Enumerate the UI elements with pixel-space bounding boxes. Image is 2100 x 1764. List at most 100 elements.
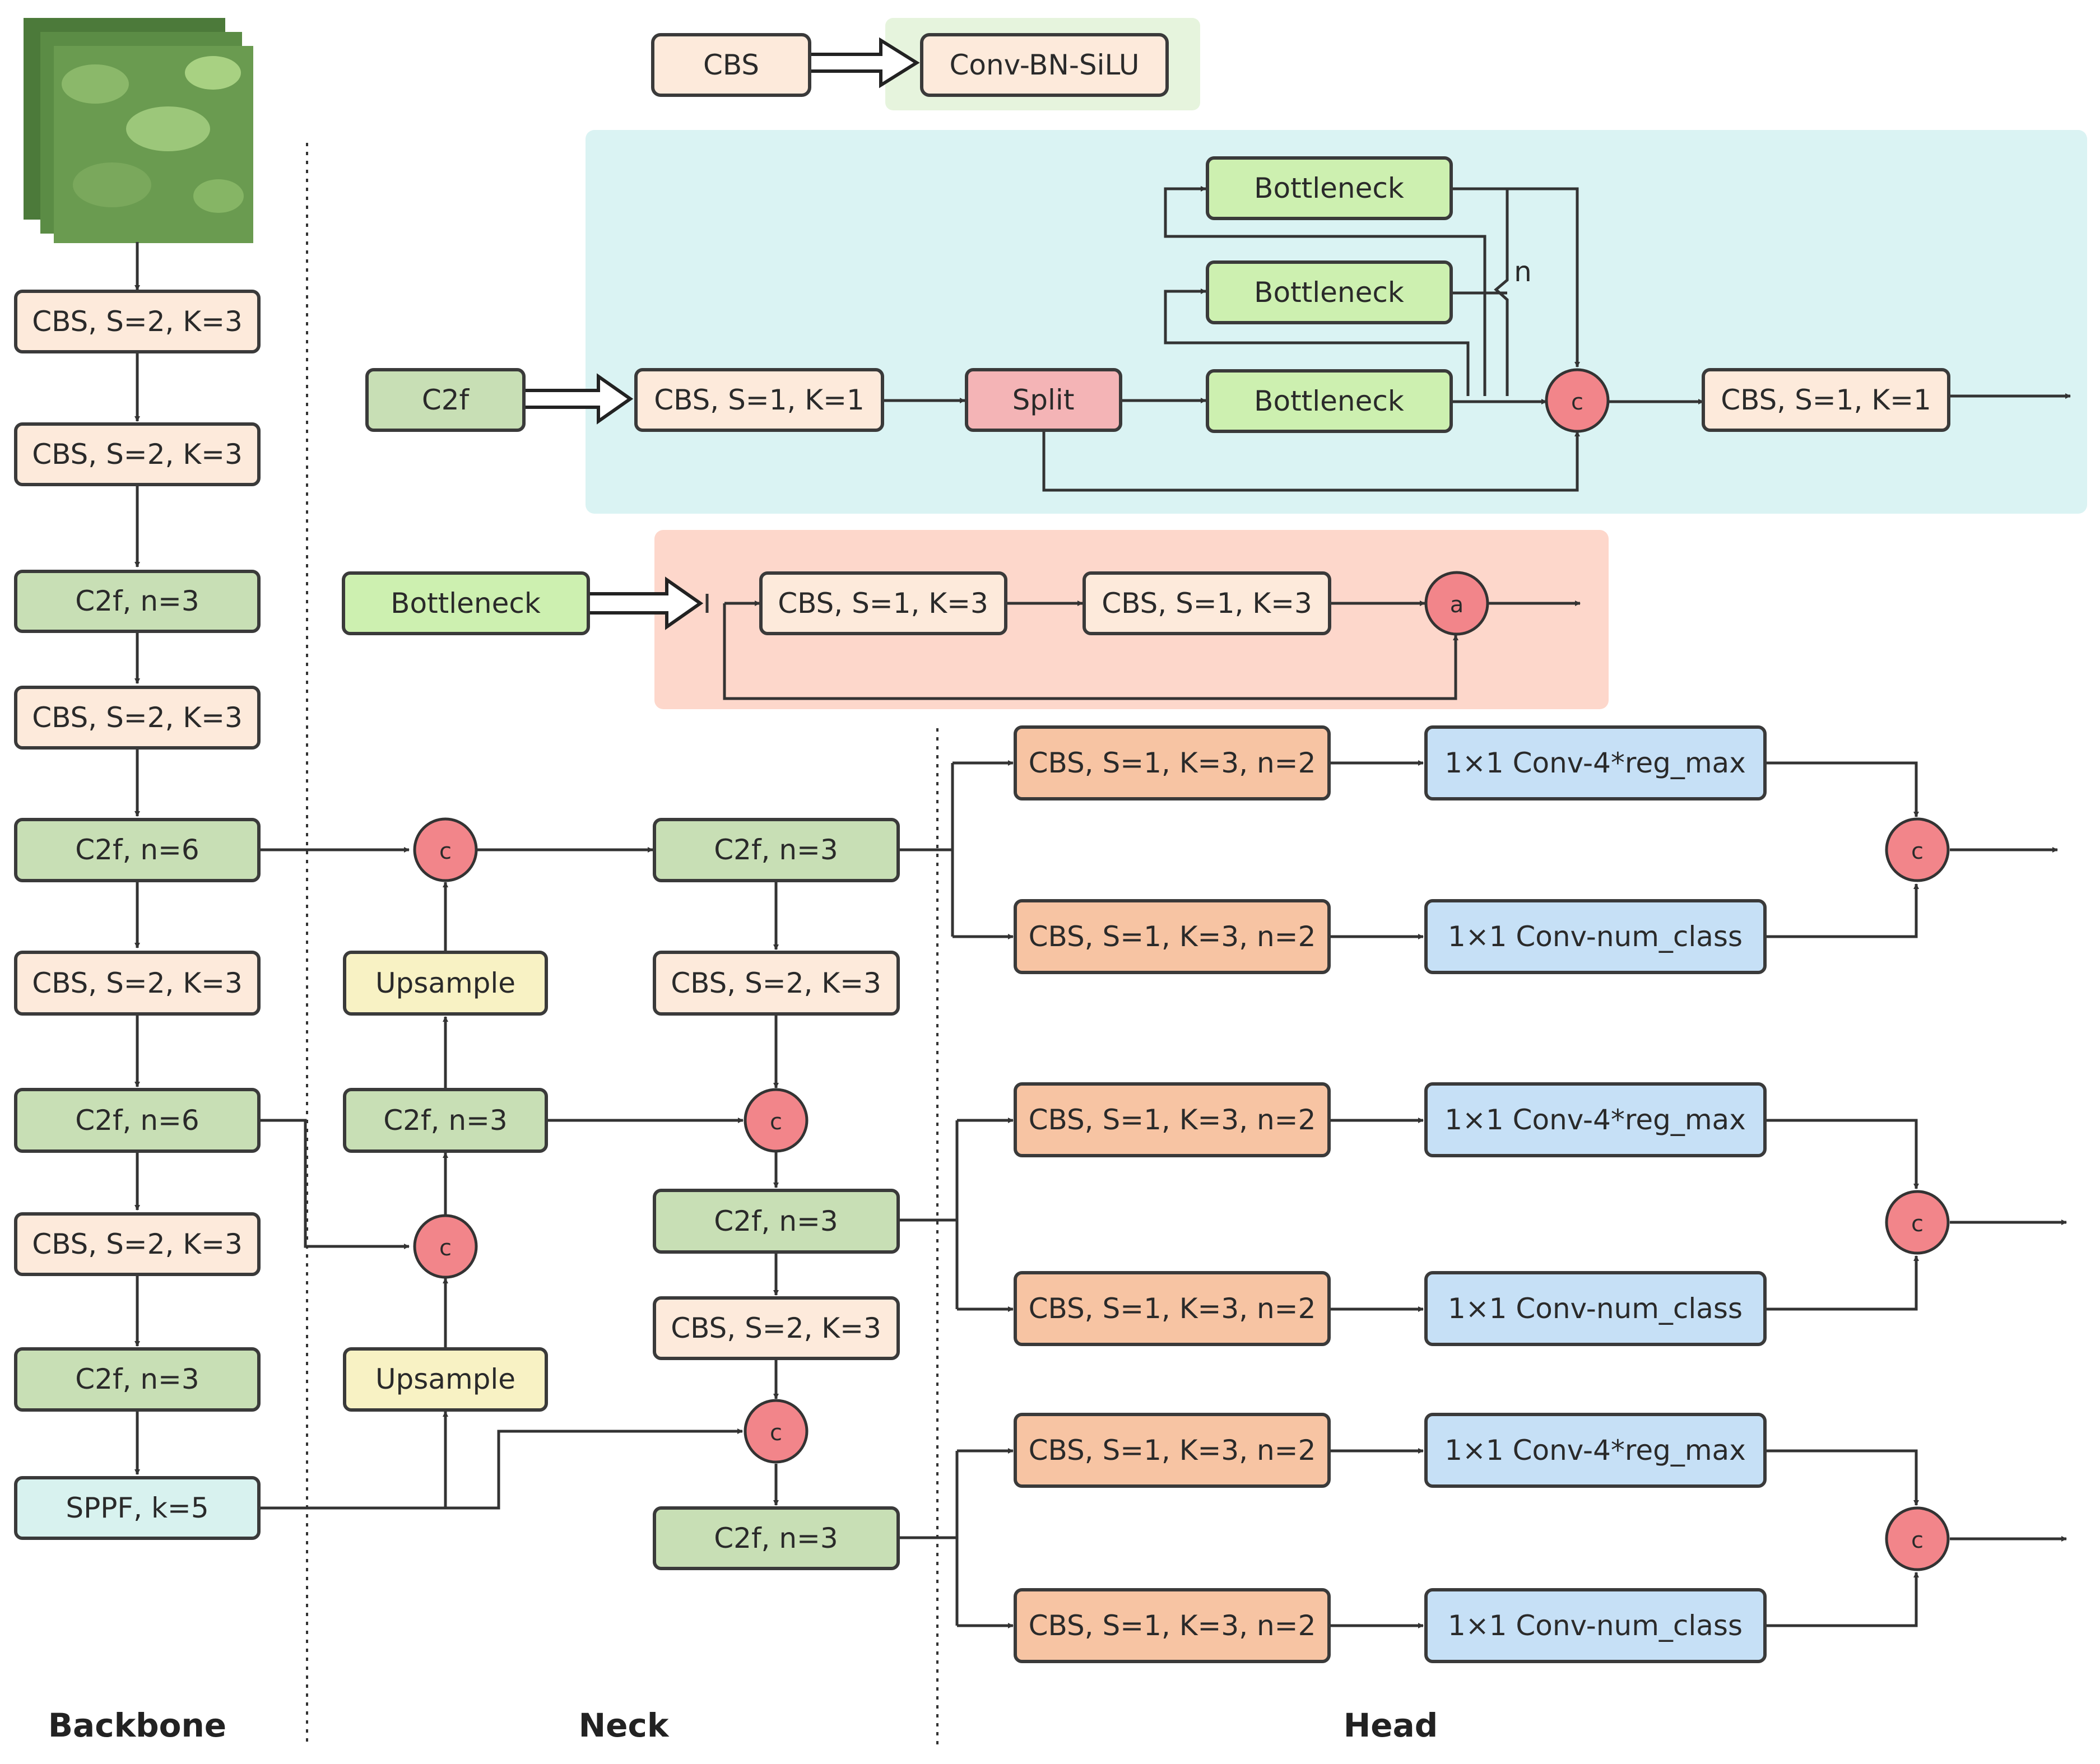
section-label-neck: Neck: [579, 1706, 670, 1744]
backbone-c2f-1[interactable]: C2f, n=3: [14, 570, 261, 633]
c2f-detail-n-label: n: [1514, 255, 1532, 288]
svg-text:CBS, S=1, K=1: CBS, S=1, K=1: [1721, 384, 1931, 416]
neck-upsample-1[interactable]: Upsample: [343, 951, 548, 1016]
svg-text:CBS, S=1, K=3: CBS, S=1, K=3: [1102, 587, 1312, 620]
legend-conv-bn-silu-block[interactable]: Conv-BN-SiLU: [920, 33, 1169, 97]
neck-c2f-d[interactable]: C2f, n=3: [653, 1506, 900, 1570]
svg-text:c: c: [439, 1235, 452, 1261]
head-cbs-4[interactable]: CBS, S=1, K=3, n=2: [1014, 1271, 1331, 1346]
backbone-c2f-2[interactable]: C2f, n=6: [14, 818, 261, 882]
bneck-detail-cbs2-block[interactable]: CBS, S=1, K=3: [1082, 571, 1331, 635]
legend-cbs-block[interactable]: CBS: [651, 33, 811, 97]
head-cls-conv-3[interactable]: 1×1 Conv-num_class: [1424, 1588, 1767, 1663]
c2f-detail-bottleneck-1-block[interactable]: Bottleneck: [1206, 156, 1453, 220]
c2f-detail-concat-node[interactable]: c: [1545, 368, 1610, 433]
neck-c2f-c[interactable]: C2f, n=3: [653, 1189, 900, 1254]
backbone-cbs-3[interactable]: CBS, S=2, K=3: [14, 686, 261, 750]
backbone-sppf[interactable]: SPPF, k=5: [14, 1476, 261, 1540]
svg-text:Bottleneck: Bottleneck: [1254, 276, 1404, 309]
svg-text:1×1 Conv-num_class: 1×1 Conv-num_class: [1448, 1609, 1743, 1642]
svg-text:1×1 Conv-num_class: 1×1 Conv-num_class: [1448, 920, 1743, 953]
c2f-detail-cbs-out-block[interactable]: CBS, S=1, K=1: [1702, 368, 1950, 432]
svg-text:C2f, n=3: C2f, n=3: [714, 1522, 838, 1554]
svg-text:c: c: [1911, 839, 1924, 864]
svg-text:CBS, S=2, K=3: CBS, S=2, K=3: [32, 701, 243, 734]
head-concat-2[interactable]: c: [1885, 1190, 1950, 1255]
head-cbs-5[interactable]: CBS, S=1, K=3, n=2: [1014, 1413, 1331, 1488]
svg-text:CBS, S=1, K=3, n=2: CBS, S=1, K=3, n=2: [1029, 920, 1316, 953]
backbone-cbs-1[interactable]: CBS, S=2, K=3: [14, 290, 261, 353]
c2f-detail-bottleneck-2-block[interactable]: Bottleneck: [1206, 260, 1453, 324]
svg-text:CBS, S=1, K=3, n=2: CBS, S=1, K=3, n=2: [1029, 1292, 1316, 1325]
svg-text:Split: Split: [1012, 384, 1075, 416]
c2f-detail-c2f-block[interactable]: C2f: [365, 368, 526, 432]
svg-text:CBS, S=2, K=3: CBS, S=2, K=3: [32, 305, 243, 338]
neck-concat-1[interactable]: c: [413, 817, 478, 882]
head-concat-3[interactable]: c: [1885, 1506, 1950, 1571]
c2f-detail-bottleneck-3-block[interactable]: Bottleneck: [1206, 369, 1453, 433]
svg-text:Bottleneck: Bottleneck: [391, 587, 541, 620]
bottleneck-defines-arrow: [587, 576, 704, 630]
svg-text:C2f: C2f: [422, 384, 470, 416]
svg-text:CBS, S=1, K=3, n=2: CBS, S=1, K=3, n=2: [1029, 747, 1316, 779]
head-cbs-6[interactable]: CBS, S=1, K=3, n=2: [1014, 1588, 1331, 1663]
backbone-cbs-5[interactable]: CBS, S=2, K=3: [14, 1212, 261, 1276]
svg-text:1×1 Conv-4*reg_max: 1×1 Conv-4*reg_max: [1444, 1104, 1746, 1136]
neck-c2f-b[interactable]: C2f, n=3: [653, 818, 900, 882]
neck-concat-4[interactable]: c: [744, 1399, 809, 1464]
svg-text:Upsample: Upsample: [375, 967, 515, 999]
svg-text:c: c: [1911, 1528, 1924, 1553]
neck-concat-3[interactable]: c: [744, 1088, 809, 1153]
neck-upsample-2[interactable]: Upsample: [343, 1347, 548, 1412]
c2f-defines-arrow: [522, 373, 634, 425]
backbone-cbs-4[interactable]: CBS, S=2, K=3: [14, 951, 261, 1016]
svg-text:1×1 Conv-4*reg_max: 1×1 Conv-4*reg_max: [1444, 747, 1746, 779]
bneck-detail-cbs1-block[interactable]: CBS, S=1, K=3: [759, 571, 1007, 635]
connectors: [134, 186, 2071, 1628]
head-cbs-3[interactable]: CBS, S=1, K=3, n=2: [1014, 1082, 1331, 1157]
svg-text:Conv-BN-SiLU: Conv-BN-SiLU: [949, 49, 1139, 81]
backbone-cbs-2[interactable]: CBS, S=2, K=3: [14, 422, 261, 486]
svg-text:CBS, S=2, K=3: CBS, S=2, K=3: [671, 1312, 881, 1344]
bneck-detail-bottleneck-block[interactable]: Bottleneck: [342, 571, 590, 635]
c2f-detail-cbs-in-block[interactable]: CBS, S=1, K=1: [634, 368, 884, 432]
head-cbs-1[interactable]: CBS, S=1, K=3, n=2: [1014, 725, 1331, 800]
svg-text:c: c: [1911, 1211, 1924, 1237]
head-cls-conv-2[interactable]: 1×1 Conv-num_class: [1424, 1271, 1767, 1346]
neck-cbs-b[interactable]: CBS, S=2, K=3: [653, 1296, 900, 1360]
backbone-c2f-3[interactable]: C2f, n=6: [14, 1088, 261, 1153]
svg-text:C2f, n=6: C2f, n=6: [75, 1104, 199, 1137]
svg-text:CBS, S=2, K=3: CBS, S=2, K=3: [32, 967, 243, 999]
backbone-c2f-4[interactable]: C2f, n=3: [14, 1347, 261, 1412]
head-reg-conv-3[interactable]: 1×1 Conv-4*reg_max: [1424, 1413, 1767, 1488]
svg-text:C2f, n=3: C2f, n=3: [75, 1363, 199, 1395]
svg-text:CBS, S=2, K=3: CBS, S=2, K=3: [32, 438, 243, 471]
neck-cbs-a[interactable]: CBS, S=2, K=3: [653, 951, 900, 1016]
svg-text:CBS, S=1, K=3, n=2: CBS, S=1, K=3, n=2: [1029, 1434, 1316, 1467]
neck-c2f-a[interactable]: C2f, n=3: [343, 1088, 548, 1153]
svg-text:c: c: [439, 839, 452, 864]
svg-text:Bottleneck: Bottleneck: [1254, 385, 1404, 417]
svg-text:c: c: [1571, 389, 1583, 415]
head-reg-conv-1[interactable]: 1×1 Conv-4*reg_max: [1424, 725, 1767, 800]
svg-text:CBS, S=1, K=3, n=2: CBS, S=1, K=3, n=2: [1029, 1104, 1316, 1136]
svg-text:C2f, n=3: C2f, n=3: [75, 585, 199, 617]
svg-text:C2f, n=6: C2f, n=6: [75, 834, 199, 866]
legend-defines-arrow: [808, 37, 920, 89]
head-concat-1[interactable]: c: [1885, 817, 1950, 882]
svg-text:CBS, S=1, K=3: CBS, S=1, K=3: [778, 587, 988, 620]
head-reg-conv-2[interactable]: 1×1 Conv-4*reg_max: [1424, 1082, 1767, 1157]
svg-text:c: c: [770, 1109, 782, 1135]
head-cbs-2[interactable]: CBS, S=1, K=3, n=2: [1014, 899, 1331, 974]
section-label-head: Head: [1344, 1706, 1438, 1744]
svg-text:Bottleneck: Bottleneck: [1254, 172, 1404, 204]
head-cls-conv-1[interactable]: 1×1 Conv-num_class: [1424, 899, 1767, 974]
bneck-detail-add-node[interactable]: a: [1424, 571, 1489, 636]
svg-text:Upsample: Upsample: [375, 1363, 515, 1395]
svg-text:1×1 Conv-4*reg_max: 1×1 Conv-4*reg_max: [1444, 1434, 1746, 1467]
svg-text:SPPF, k=5: SPPF, k=5: [66, 1492, 208, 1524]
svg-text:CBS, S=2, K=3: CBS, S=2, K=3: [671, 967, 881, 999]
neck-concat-2[interactable]: c: [413, 1214, 478, 1279]
c2f-detail-split-block[interactable]: Split: [965, 368, 1122, 432]
